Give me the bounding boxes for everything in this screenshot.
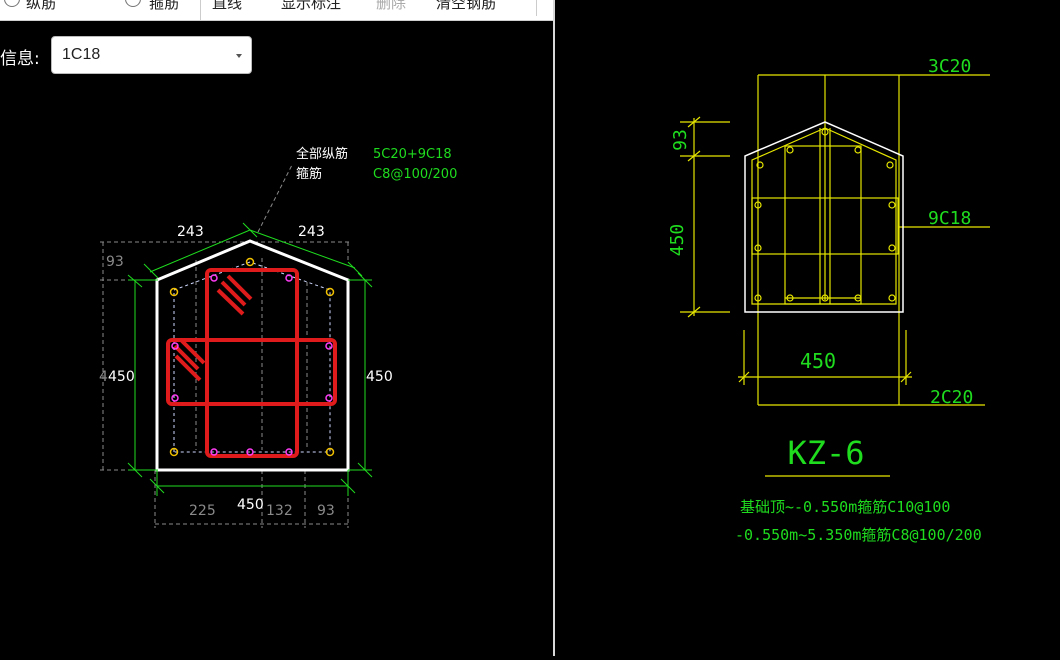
rebar-point[interactable] bbox=[171, 394, 179, 402]
rebar-toolbar: 纵筋 箍筋 直线 显示标注 删除 清空钢筋 bbox=[0, 0, 553, 21]
rebar-point[interactable] bbox=[210, 448, 218, 456]
bottom-rebar-label: 2C20 bbox=[930, 387, 973, 408]
dim-bottom-seg-2: 132 bbox=[266, 503, 293, 519]
rebar-point[interactable] bbox=[285, 448, 293, 456]
reference-grid bbox=[100, 164, 350, 528]
rebar-point[interactable] bbox=[325, 287, 335, 297]
dim-bottom-seg-1: 225 bbox=[189, 503, 216, 519]
toolbar-separator bbox=[200, 0, 201, 20]
rebar-info-value: 1C18 bbox=[62, 46, 101, 63]
stirrup-label: 箍筋 bbox=[296, 166, 322, 182]
section-editor-panel: 纵筋 箍筋 直线 显示标注 删除 清空钢筋 信息: 1C18 bbox=[0, 0, 553, 656]
stirrup-value: C8@100/200 bbox=[373, 167, 457, 182]
clear-rebar-button[interactable]: 清空钢筋 bbox=[436, 0, 497, 12]
stirrup-horizontal bbox=[166, 338, 337, 406]
toolbar-overflow-button[interactable] bbox=[536, 0, 551, 16]
rebar-point[interactable] bbox=[245, 257, 255, 267]
top-rebar-label: 3C20 bbox=[928, 56, 971, 77]
dim-bottom-width: 450 bbox=[237, 497, 264, 513]
rebar-point[interactable] bbox=[246, 448, 254, 456]
cad-rebar-points bbox=[754, 128, 896, 302]
longitudinal-option[interactable]: 纵筋 bbox=[26, 0, 57, 12]
dim-top-left: 243 bbox=[177, 224, 204, 240]
rebar-point[interactable] bbox=[169, 447, 179, 457]
dim-peak-label: 93 bbox=[670, 129, 691, 151]
stirrup-note-1: 基础顶~-0.550m箍筋C10@100 bbox=[740, 498, 950, 516]
panel-divider[interactable] bbox=[553, 0, 555, 656]
longitudinal-value: 5C20+9C18 bbox=[373, 147, 452, 162]
cad-leader-lines bbox=[680, 74, 990, 477]
dim-width-label: 450 bbox=[800, 349, 836, 373]
dim-height-label: 450 bbox=[667, 224, 688, 257]
column-section-outline bbox=[155, 239, 350, 472]
green-dimensions bbox=[127, 222, 373, 496]
show-dimensions-button[interactable]: 显示标注 bbox=[281, 0, 342, 12]
stirrups bbox=[166, 268, 337, 458]
stirrup-note-2: -0.550m~5.350m箍筋C8@100/200 bbox=[735, 526, 982, 544]
rebar-point[interactable] bbox=[169, 287, 179, 297]
line-dropdown[interactable]: 直线 bbox=[212, 0, 243, 12]
cad-canvas: 3C20 9C18 2C20 93 450 450 KZ-6 基础顶~-0.55… bbox=[667, 56, 990, 544]
rebar-info-label: 信息: bbox=[0, 49, 40, 69]
stirrup-vertical bbox=[205, 268, 299, 458]
dim-right-height: 450 bbox=[366, 369, 393, 385]
rebar-info-select[interactable]: 1C18 bbox=[51, 36, 252, 74]
chevron-down-icon bbox=[236, 54, 242, 58]
delete-button[interactable]: 删除 bbox=[376, 0, 407, 12]
rebar-point[interactable] bbox=[285, 274, 293, 282]
cad-drawing-panel: 3C20 9C18 2C20 93 450 450 KZ-6 基础顶~-0.55… bbox=[555, 0, 1060, 656]
section-canvas[interactable]: 全部纵筋 5C20+9C18 箍筋 C8@100/200 243 243 93 … bbox=[0, 0, 553, 656]
stirrup-option[interactable]: 箍筋 bbox=[149, 0, 180, 12]
rebar-point[interactable] bbox=[171, 342, 179, 350]
dim-left-ref: 4 bbox=[99, 369, 108, 385]
dim-top-right: 243 bbox=[298, 224, 325, 240]
dim-peak: 93 bbox=[106, 254, 124, 270]
rebar-point[interactable] bbox=[325, 342, 333, 350]
drawing-title: KZ-6 bbox=[787, 434, 864, 472]
cad-stirrups bbox=[751, 128, 899, 305]
dim-left-height: 450 bbox=[108, 369, 135, 385]
side-rebar-label: 9C18 bbox=[928, 208, 971, 229]
dim-bottom-seg-3: 93 bbox=[317, 503, 335, 519]
rebar-points bbox=[169, 257, 335, 457]
rebar-point[interactable] bbox=[325, 447, 335, 457]
rebar-point[interactable] bbox=[210, 274, 218, 282]
rebar-point[interactable] bbox=[325, 394, 333, 402]
longitudinal-label: 全部纵筋 bbox=[296, 146, 348, 162]
cad-section-outline bbox=[744, 121, 904, 313]
